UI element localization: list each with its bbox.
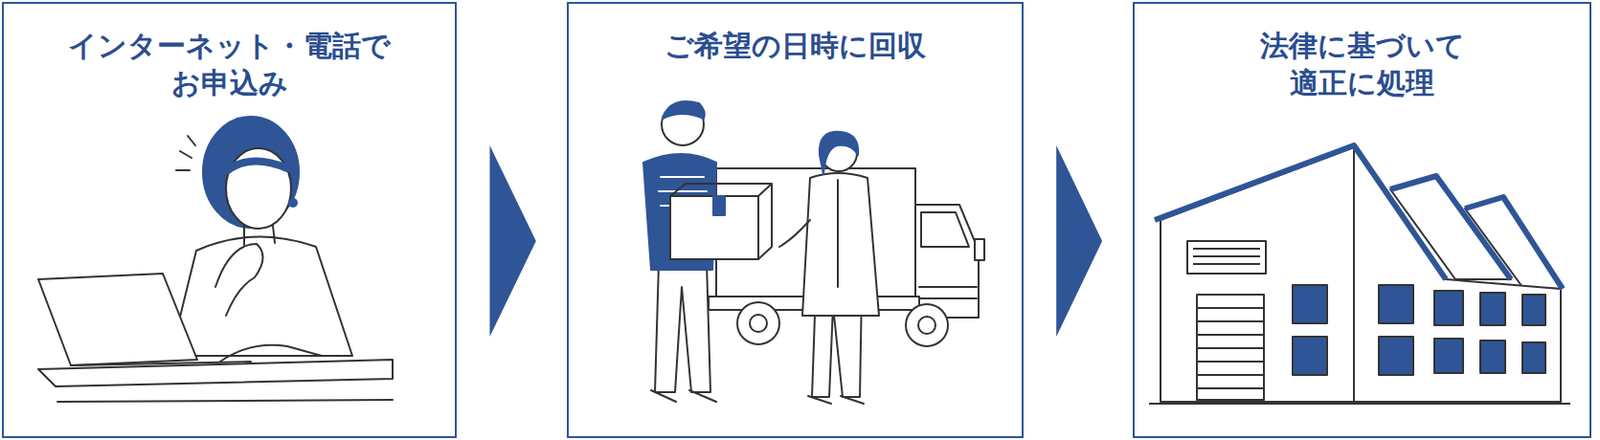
step-box: 法律に基づいて 適正に処理 [1132, 1, 1592, 439]
chevron-arrow [1056, 145, 1103, 338]
woman-at-laptop [38, 116, 393, 403]
step-box: ご希望の日時に回収 [566, 1, 1024, 439]
pickup-scene [643, 101, 985, 405]
step-box: インターネット・電話で お申込み [1, 1, 457, 439]
step-heading: ご希望の日時に回収 [623, 26, 969, 65]
step-heading: インターネット・電話で お申込み [57, 26, 403, 102]
step-heading: 法律に基づいて 適正に処理 [1190, 26, 1535, 102]
chevron-arrow [490, 145, 537, 338]
factory [1149, 145, 1571, 405]
